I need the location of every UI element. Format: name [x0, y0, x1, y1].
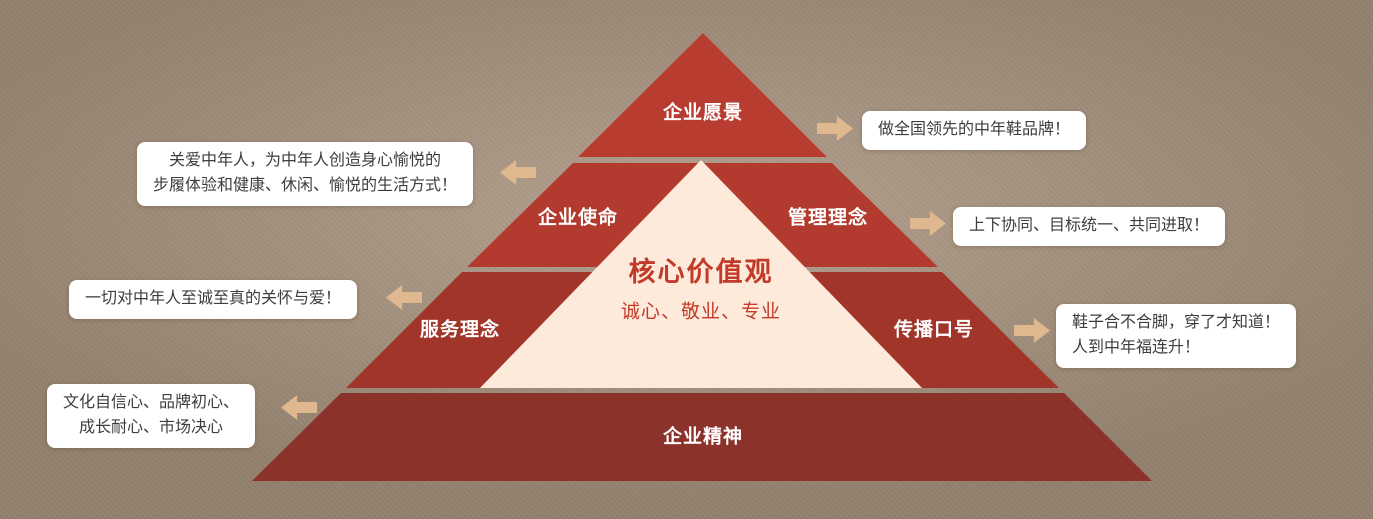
label-vision: 企业愿景 — [662, 101, 743, 124]
callout-management: 上下协同、目标统一、共同进取！ — [953, 207, 1226, 246]
callout-slogan-text-line1: 鞋子合不合脚，穿了才知道！ — [1072, 314, 1281, 331]
pyramid-layer-vision — [578, 33, 827, 157]
label-slogan: 传播口号 — [893, 318, 974, 341]
callout-mission-text-line2: 步履体验和健康、休闲、愉悦的生活方式！ — [153, 176, 458, 194]
callout-service-text: 一切对中年人至诚至真的关怀与爱！ — [85, 290, 342, 307]
callout-spirit: 文化自信心、品牌初心、 成长耐心、市场决心 — [47, 384, 256, 448]
callout-mission: 关爱中年人，为中年人创造身心愉悦的 步履体验和健康、休闲、愉悦的生活方式！ — [137, 142, 474, 206]
callout-service: 一切对中年人至诚至真的关怀与爱！ — [69, 280, 358, 319]
callout-slogan: 鞋子合不合脚，穿了才知道！ 人到中年福连升！ — [1056, 304, 1297, 368]
pyramid-layer-spirit — [252, 393, 1152, 481]
callout-management-text: 上下协同、目标统一、共同进取！ — [969, 217, 1210, 234]
label-spirit: 企业精神 — [662, 425, 743, 448]
callout-spirit-text-line2: 成长耐心、市场决心 — [79, 418, 224, 436]
core-values-title: 核心价值观 — [629, 256, 774, 287]
label-service: 服务理念 — [420, 318, 500, 341]
core-values-subtitle: 诚心、敬业、专业 — [621, 301, 781, 323]
callout-mission-text-line1: 关爱中年人，为中年人创造身心愉悦的 — [169, 152, 442, 169]
callout-slogan-text-line2: 人到中年福连升！ — [1072, 338, 1201, 356]
core-values-triangle — [480, 160, 922, 388]
callout-vision-text: 做全国领先的中年鞋品牌！ — [878, 121, 1071, 138]
callout-spirit-text-line1: 文化自信心、品牌初心、 — [63, 394, 240, 411]
label-mission: 企业使命 — [537, 206, 618, 229]
label-management: 管理理念 — [788, 206, 868, 229]
callout-vision: 做全国领先的中年鞋品牌！ — [862, 111, 1087, 150]
